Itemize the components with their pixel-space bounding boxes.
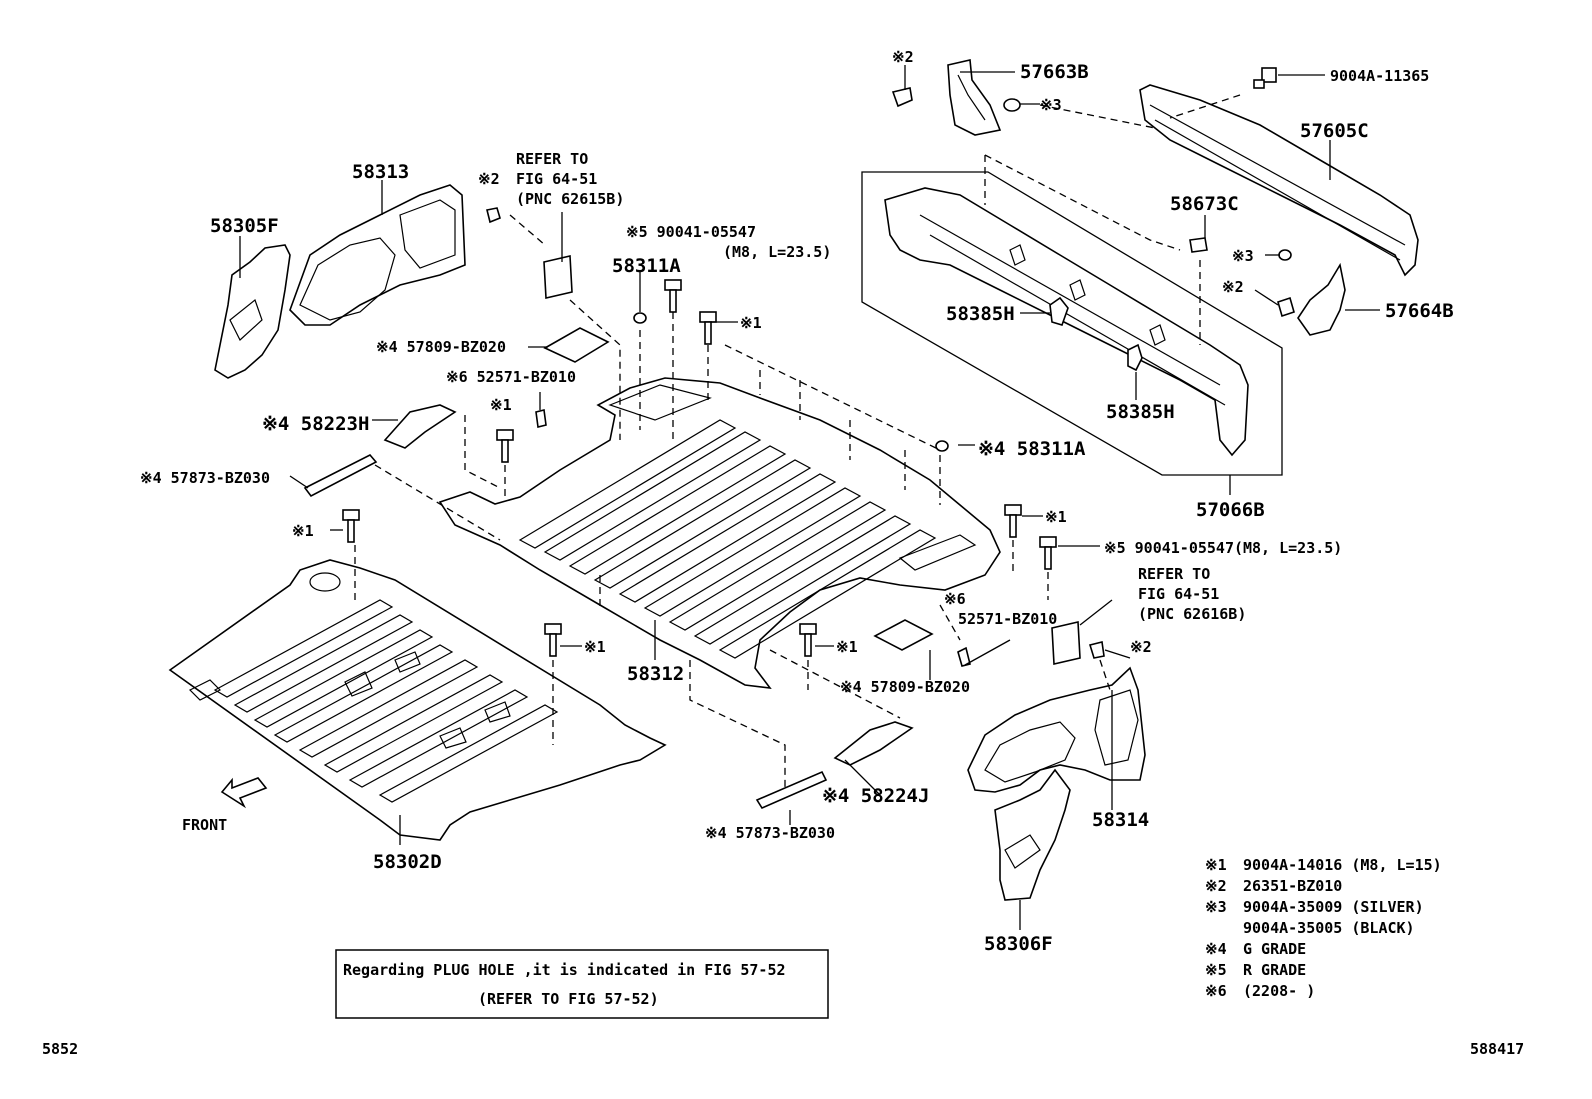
mark-1-c: ※1 (292, 522, 314, 540)
crossmember-57605C (1139, 84, 1419, 277)
legend-text-6: (2208- ) (1243, 982, 1315, 1000)
refer-right-1: REFER TO (1138, 565, 1210, 583)
mark-1-d: ※1 (584, 638, 606, 656)
legend-mark-3: ※3 (1205, 898, 1227, 916)
label-58385H-a: 58385H (946, 303, 1015, 325)
leader-lines (239, 65, 1380, 930)
legend-text-3: 9004A-35009 (SILVER) (1243, 898, 1424, 916)
mark-2-c: ※2 (1222, 278, 1244, 296)
refer-right-2: FIG 64-51 (1138, 585, 1219, 603)
label-52571-right-mark: ※6 (944, 590, 966, 608)
mark-3-b: ※3 (1232, 247, 1254, 265)
mark-1-e: ※1 (836, 638, 858, 656)
legend-mark-1: ※1 (1205, 856, 1227, 874)
mark-1-b: ※1 (490, 396, 512, 414)
refer-left: REFER TO FIG 64-51 (PNC 62615B) (516, 150, 624, 208)
legend-text-3b: 9004A-35005 (BLACK) (1243, 919, 1415, 937)
label-58302D: 58302D (373, 851, 442, 873)
refer-right-3: (PNC 62616B) (1138, 605, 1246, 623)
corner-left-code: 5852 (42, 1040, 78, 1058)
label-bolt-top-a: ※5 90041-05547 (626, 223, 756, 241)
label-57873-bottom: ※4 57873-BZ030 (705, 824, 835, 842)
label-bolt-right: ※5 90041-05547(M8, L=23.5) (1104, 539, 1342, 557)
label-bolt-top-b: (M8, L=23.5) (723, 243, 831, 261)
legend-mark-4: ※4 (1205, 940, 1227, 958)
mark-2-a: ※2 (478, 170, 500, 188)
small-parts (303, 237, 1208, 810)
notice-line-1: Regarding PLUG HOLE ,it is indicated in … (343, 961, 786, 979)
mark-1-f: ※1 (1045, 508, 1067, 526)
notice-line-2: (REFER TO FIG 57-52) (478, 990, 659, 1008)
label-57873-left: ※4 57873-BZ030 (140, 469, 270, 487)
wheelhouse-58314 (967, 666, 1146, 793)
notice-box: Regarding PLUG HOLE ,it is indicated in … (335, 949, 829, 1019)
legend-text-4: G GRADE (1243, 940, 1306, 958)
label-58673C: 58673C (1170, 193, 1239, 215)
pillar-58305F (214, 244, 291, 379)
mark-2-b: ※2 (892, 48, 914, 66)
bracket-57664B (1297, 262, 1346, 336)
label-58313: 58313 (352, 161, 409, 183)
refer-left-2: FIG 64-51 (516, 170, 597, 188)
label-58224J: ※4 58224J (822, 785, 929, 807)
legend-text-1: 9004A-14016 (M8, L=15) (1243, 856, 1442, 874)
label-58311A-right: ※4 58311A (978, 438, 1086, 460)
front-label: FRONT (182, 816, 227, 834)
floor-pan-58312 (438, 377, 1001, 690)
mark-3-a: ※3 (1040, 96, 1062, 114)
corner-right-code: 588417 (1470, 1040, 1524, 1058)
refer-right: REFER TO FIG 64-51 (PNC 62616B) (1138, 565, 1246, 623)
legend: ※1 9004A-14016 (M8, L=15) ※2 26351-BZ010… (1205, 856, 1442, 1000)
label-9004A-11365: 9004A-11365 (1330, 67, 1429, 85)
label-58223H: ※4 58223H (262, 413, 369, 435)
assembly-57066B (861, 171, 1283, 476)
part-labels: 58305F 58313 58311A ※4 58311A ※4 58223H … (140, 61, 1454, 955)
label-57605C: 57605C (1300, 120, 1369, 142)
pillar-58306F (994, 768, 1071, 901)
bolts (342, 67, 1295, 659)
mark-2-d: ※2 (1130, 638, 1152, 656)
bracket-57663B (947, 59, 1002, 136)
legend-mark-2: ※2 (1205, 877, 1227, 895)
label-57664B: 57664B (1385, 300, 1454, 322)
legend-mark-5: ※5 (1205, 961, 1227, 979)
label-58311A-top: 58311A (612, 255, 681, 277)
label-58385H-b: 58385H (1106, 401, 1175, 423)
wheelhouse-58313 (289, 184, 466, 326)
mark-1-a: ※1 (740, 314, 762, 332)
label-58305F: 58305F (210, 215, 279, 237)
label-52571-right: 52571-BZ010 (958, 610, 1057, 628)
floor-panel-58302D (168, 559, 667, 841)
label-58312: 58312 (627, 663, 684, 685)
label-58306F: 58306F (984, 933, 1053, 955)
label-57663B: 57663B (1020, 61, 1089, 83)
mark-labels: ※2 ※2 ※2 ※2 ※3 ※3 ※1 ※1 ※1 ※1 ※1 ※1 (292, 48, 1254, 656)
front-arrow-icon (220, 777, 268, 809)
legend-mark-6: ※6 (1205, 982, 1227, 1000)
label-58314: 58314 (1092, 809, 1149, 831)
label-57809-bottom: ※4 57809-BZ020 (840, 678, 970, 696)
refer-left-1: REFER TO (516, 150, 588, 168)
label-57809-top: ※4 57809-BZ020 (376, 338, 506, 356)
legend-text-5: R GRADE (1243, 961, 1306, 979)
legend-text-2: 26351-BZ010 (1243, 877, 1342, 895)
refer-left-3: (PNC 62615B) (516, 190, 624, 208)
label-57066B: 57066B (1196, 499, 1265, 521)
label-52571-top: ※6 52571-BZ010 (446, 368, 576, 386)
guide-lines (354, 94, 1241, 790)
